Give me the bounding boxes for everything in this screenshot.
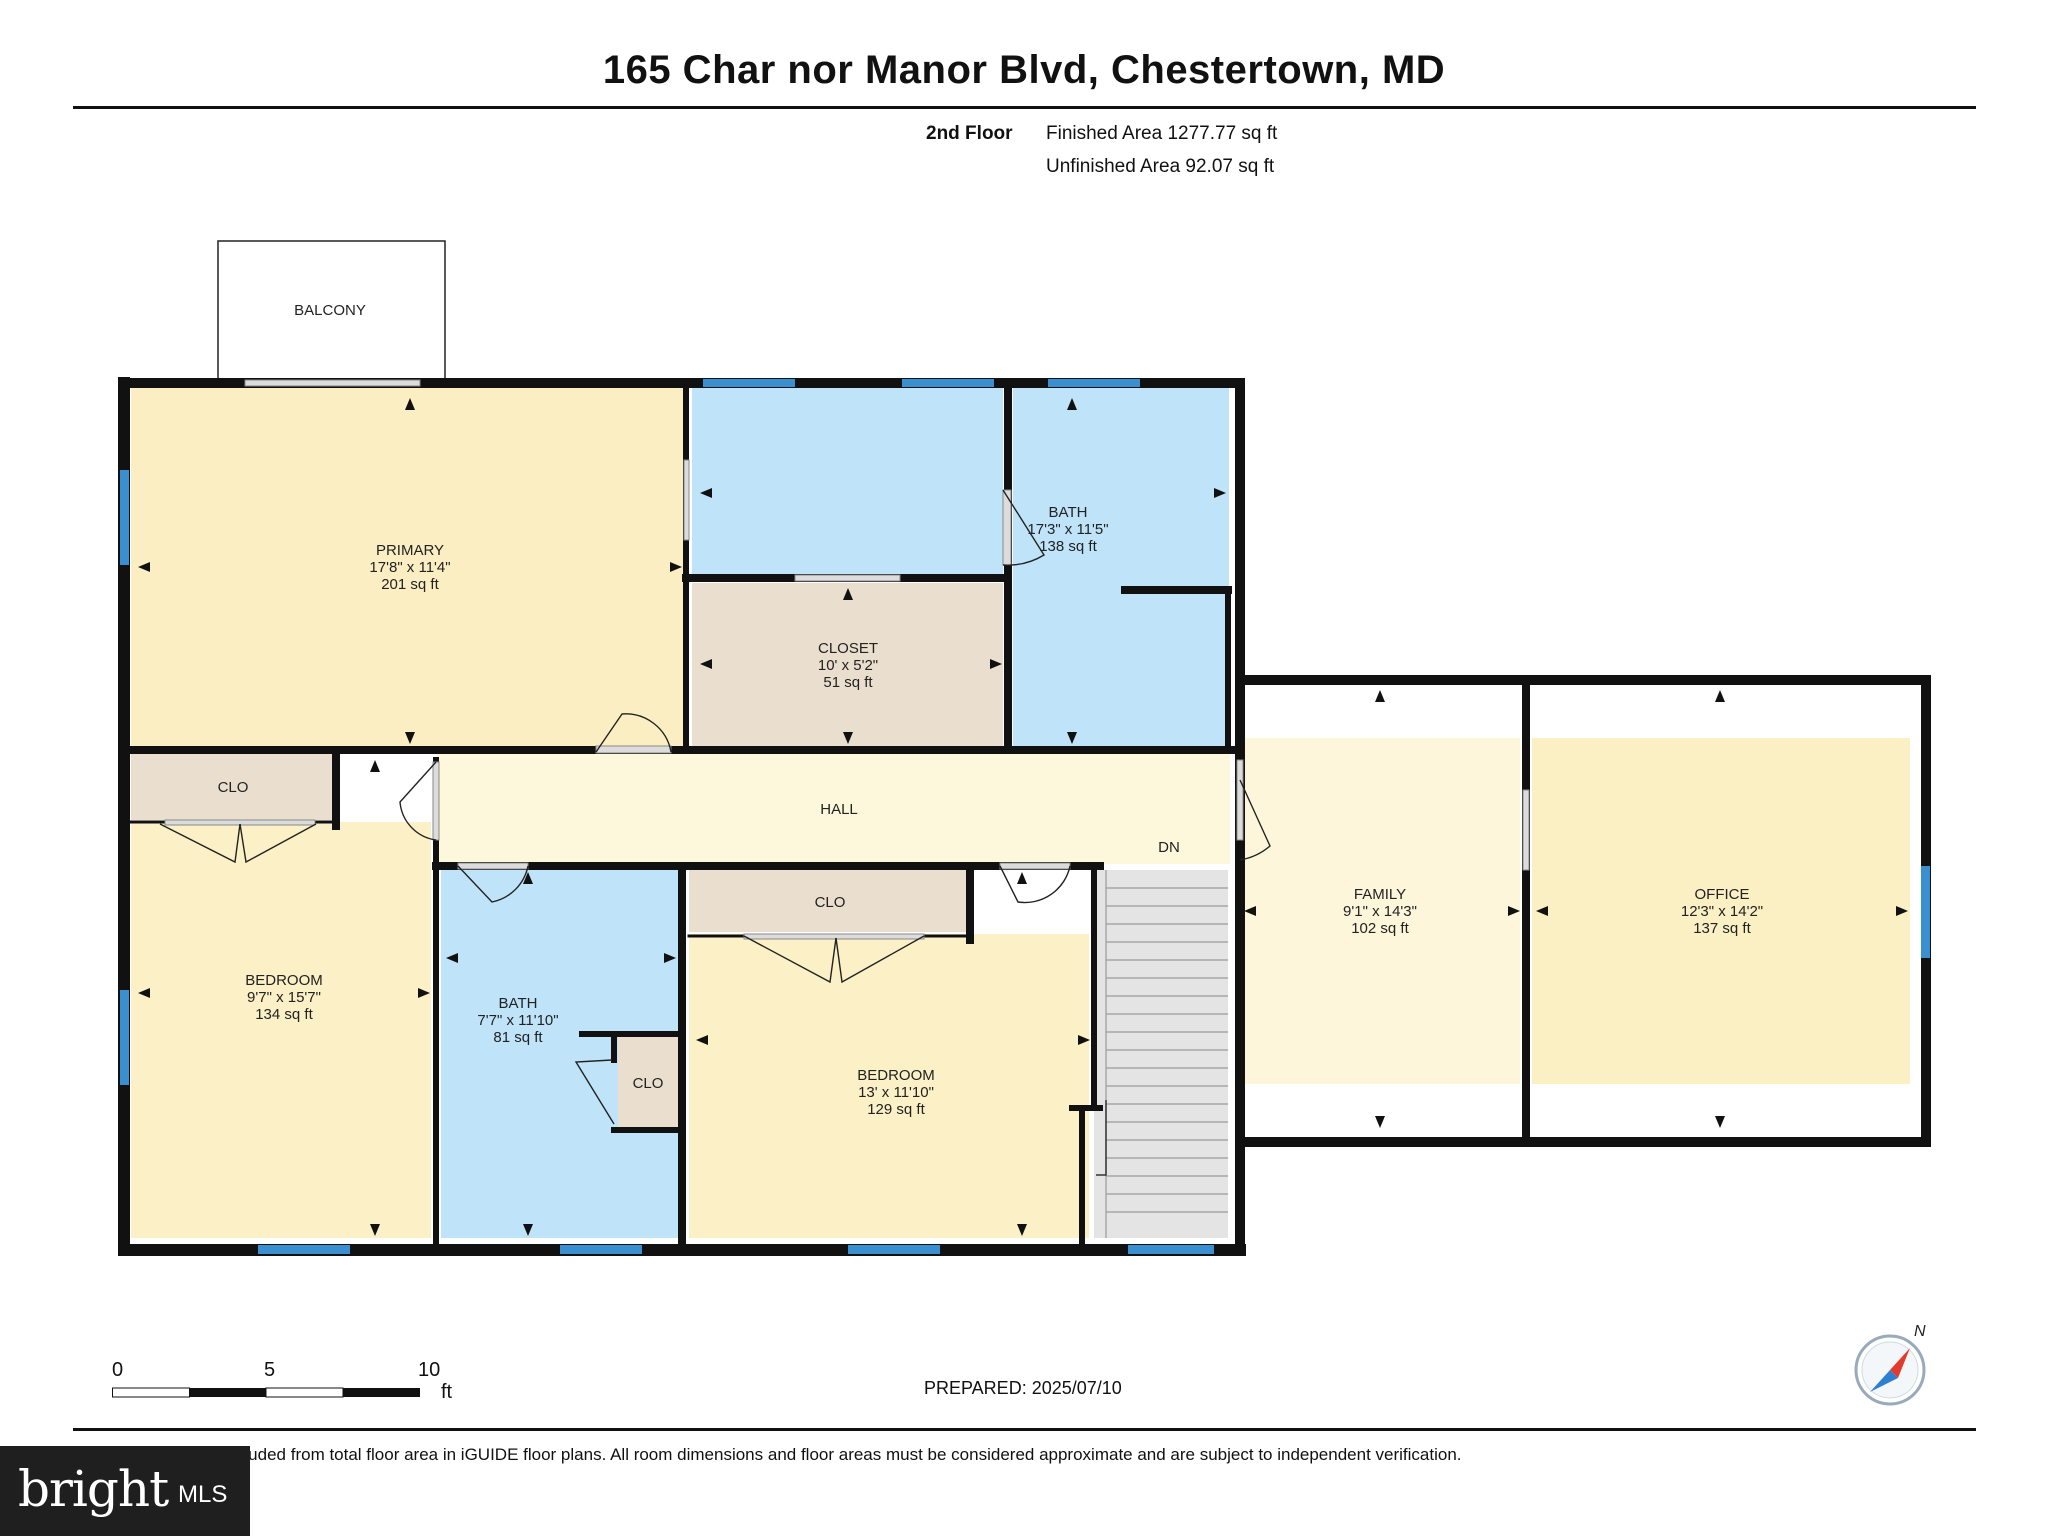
office-area: 137 sq ft (1693, 920, 1751, 937)
finished-area: Finished Area 1277.77 sq ft (1046, 123, 1278, 144)
clo-bath-room (618, 1036, 678, 1130)
stairs-area (1094, 870, 1228, 1238)
logo-brand: bright (18, 1460, 169, 1518)
bright-mls-logo (0, 1446, 250, 1536)
primary-room (131, 387, 688, 746)
scale-bar (112, 1387, 420, 1398)
bedroom-mid-area: 129 sq ft (867, 1101, 925, 1118)
scale-tick-5: 5 (264, 1359, 276, 1381)
stairs-down-label: DN (1158, 839, 1180, 856)
bedroom-left-room (131, 822, 431, 1238)
disclaimer-text: White regions are excluded from total fl… (80, 1445, 1462, 1464)
primary-name: PRIMARY (376, 542, 444, 559)
scale-tick-10: 10 (418, 1359, 441, 1381)
scale-tick-0: 0 (112, 1359, 124, 1381)
bath-mid-dims: 7'7" x 11'10" (477, 1012, 558, 1029)
stair-direction (1096, 1100, 1107, 1176)
bedroom-mid-name: BEDROOM (857, 1067, 935, 1084)
bath-top-area: 138 sq ft (1039, 538, 1097, 555)
floor-name: 2nd Floor (926, 123, 1013, 144)
office-dims: 12'3" x 14'2" (1681, 903, 1763, 920)
bath-mid-area: 81 sq ft (493, 1029, 543, 1046)
clo-left-room (131, 752, 336, 820)
closet-name: CLOSET (818, 640, 878, 657)
page-title: 165 Char nor Manor Blvd, Chestertown, MD (602, 48, 1446, 92)
clo-bath-name: CLO (633, 1075, 664, 1092)
logo-suffix: MLS (178, 1481, 228, 1508)
office-room (1532, 738, 1910, 1084)
door-swings (159, 489, 1271, 1125)
bath-top-name: BATH (1049, 504, 1088, 521)
clo-mid-room (689, 870, 970, 932)
windows (120, 379, 1930, 1254)
dimension-arrows (138, 398, 1908, 1236)
closet-room (692, 583, 1003, 746)
walk-in-room (692, 387, 1003, 574)
closet-dims: 10' x 5'2" (818, 657, 878, 674)
bath-top-room (1013, 387, 1229, 746)
bedroom-mid-room (689, 934, 1089, 1238)
compass-icon: N (1854, 1323, 1926, 1406)
footer-divider (73, 1428, 1976, 1431)
hall-area (436, 752, 1230, 864)
primary-area: 201 sq ft (381, 576, 439, 593)
scale-unit: ft (441, 1381, 453, 1403)
title-divider (73, 106, 1976, 109)
family-dims: 9'1" x 14'3" (1343, 903, 1417, 920)
stair-treads (1105, 870, 1228, 1238)
hall-name: HALL (820, 801, 858, 818)
unfinished-area: Unfinished Area 92.07 sq ft (1046, 156, 1275, 177)
bath-top-dims: 17'3" x 11'5" (1027, 521, 1108, 538)
primary-dims: 17'8" x 11'4" (369, 559, 450, 576)
balcony-label: BALCONY (294, 302, 366, 319)
family-name: FAMILY (1354, 886, 1406, 903)
clo-left-name: CLO (218, 779, 249, 796)
bedroom-mid-dims: 13' x 11'10" (858, 1084, 934, 1101)
closet-area: 51 sq ft (823, 674, 873, 691)
compass-north-label: N (1914, 1323, 1926, 1340)
clo-mid-name: CLO (815, 894, 846, 911)
bedroom-left-area: 134 sq ft (255, 1006, 313, 1023)
bedroom-left-name: BEDROOM (245, 972, 323, 989)
office-name: OFFICE (1695, 886, 1750, 903)
family-room (1240, 738, 1520, 1084)
family-area: 102 sq ft (1351, 920, 1409, 937)
prepared-date: PREPARED: 2025/07/10 (924, 1378, 1122, 1398)
bedroom-left-dims: 9'7" x 15'7" (247, 989, 321, 1006)
bath-mid-name: BATH (499, 995, 538, 1012)
